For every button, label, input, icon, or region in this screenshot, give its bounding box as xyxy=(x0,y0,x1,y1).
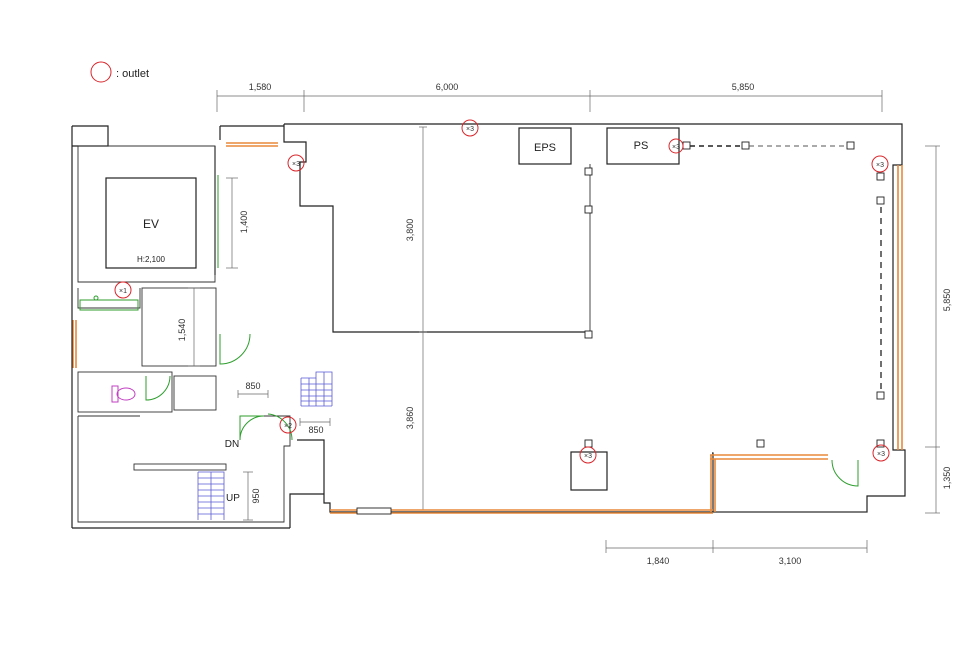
dn-label: DN xyxy=(225,439,239,450)
doors xyxy=(145,333,859,487)
legend-label: : outlet xyxy=(116,68,149,80)
dimension-top-3: 5,850 xyxy=(732,82,755,92)
dimension-ev-side: 1,400 xyxy=(239,211,249,234)
outlet-count: ×3 xyxy=(672,144,680,151)
door-dimensions: 850 850 xyxy=(237,381,331,435)
main-hall-walls xyxy=(283,123,906,513)
outlet-count: ×3 xyxy=(466,126,474,133)
top-dimension-line: 1,580 6,000 5,850 xyxy=(216,82,883,112)
toilet-icon xyxy=(111,385,136,403)
outlet-count: ×3 xyxy=(292,161,300,168)
lighting-rails xyxy=(690,145,882,390)
dimension-door-2: 850 xyxy=(308,425,323,435)
outlet-pillar: ×3 xyxy=(579,446,597,464)
outlet-count: ×3 xyxy=(877,451,885,458)
outlet-bottom-right: ×3 xyxy=(872,444,890,462)
sink-counter xyxy=(79,299,139,311)
outlet-entrance: ×2 xyxy=(279,416,297,434)
ps-room: PS xyxy=(606,127,680,165)
right-dimension-line: 5,850 1,350 xyxy=(925,145,952,514)
floor-hatch-window xyxy=(356,507,392,515)
ev-height-label: H:2,100 xyxy=(137,255,166,264)
legend-outlet-symbol xyxy=(90,61,112,83)
stairwell: DN UP 950 xyxy=(133,439,261,521)
legend: : outlet xyxy=(90,61,149,83)
dimension-top-1: 1,580 xyxy=(249,82,272,92)
dimension-bottom-2: 3,100 xyxy=(779,556,802,566)
sink-bowl xyxy=(93,295,99,301)
dimension-hall-upper: 3,800 xyxy=(405,219,415,242)
corridor-dimension: 1,540 xyxy=(177,287,200,367)
bottom-dimension-line: 1,840 3,100 xyxy=(605,540,868,566)
up-label: UP xyxy=(226,493,240,504)
ps-label: PS xyxy=(634,140,649,152)
outlet-count: ×3 xyxy=(876,162,884,169)
dimension-bottom-1: 1,840 xyxy=(647,556,670,566)
stair-symbol-hall xyxy=(300,371,333,407)
outlet-ps: ×3 xyxy=(668,138,684,154)
fixture-markers xyxy=(584,141,885,448)
outlet-count: ×1 xyxy=(119,288,127,295)
dimension-right-2: 1,350 xyxy=(942,467,952,490)
core-walls xyxy=(71,125,324,529)
hall-height-dimension: 3,800 3,860 xyxy=(405,126,427,511)
dimension-stair-up: 950 xyxy=(251,488,261,503)
eps-label: EPS xyxy=(534,142,556,154)
outlet-top-center: ×3 xyxy=(461,119,479,137)
outlet-count: ×2 xyxy=(284,423,292,430)
elevator: EV H:2,100 1,400 xyxy=(105,175,249,269)
outlet-top-left: ×3 xyxy=(287,154,305,172)
pillar-box xyxy=(570,451,608,491)
dimension-corridor: 1,540 xyxy=(177,319,187,342)
dimension-door-1: 850 xyxy=(245,381,260,391)
ev-label: EV xyxy=(143,217,159,231)
windows xyxy=(72,142,903,514)
outlet-sink: ×1 xyxy=(114,281,132,299)
outlet-top-right: ×3 xyxy=(871,155,889,173)
outlet-count: ×3 xyxy=(584,453,592,460)
eps-room: EPS xyxy=(518,127,572,165)
dimension-right-1: 5,850 xyxy=(942,289,952,312)
dimension-hall-lower: 3,860 xyxy=(405,407,415,430)
dimension-top-2: 6,000 xyxy=(436,82,459,92)
